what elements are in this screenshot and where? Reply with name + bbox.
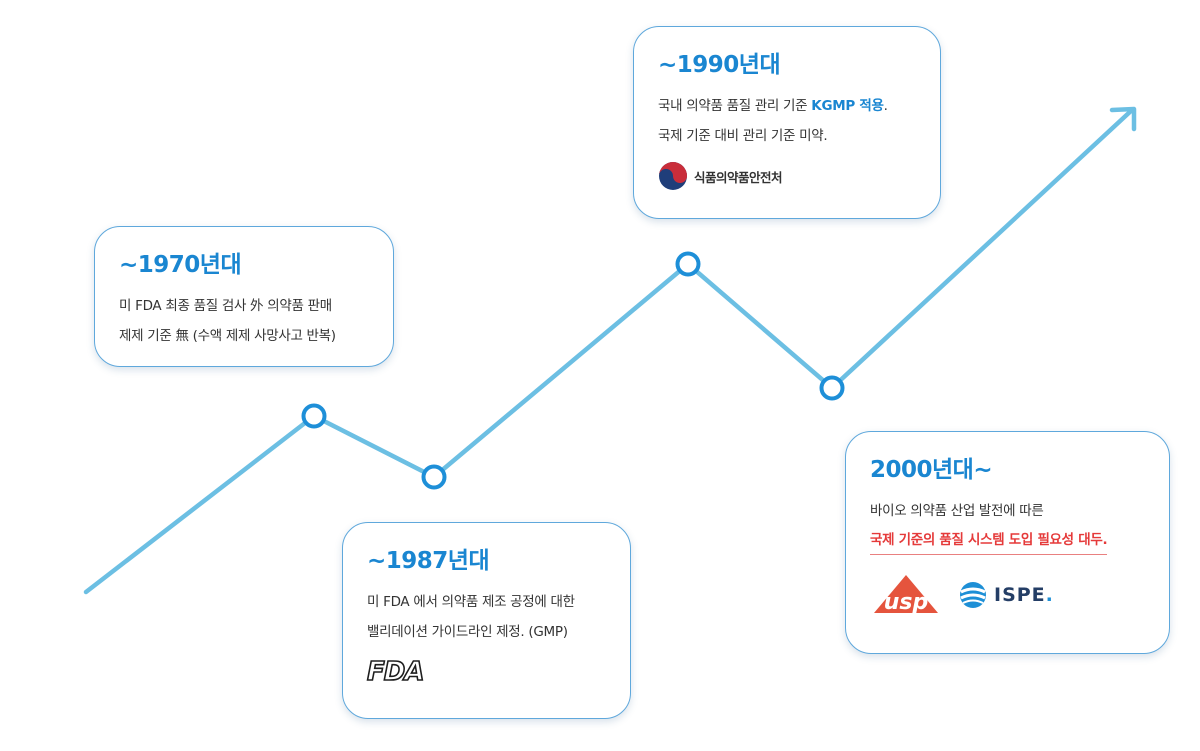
highlight-line: 국제 기준의 품질 시스템 도입 필요성 대두. (870, 526, 1108, 555)
description-line: 바이오 의약품 산업 발전에 따른 (870, 503, 1044, 519)
ispe-logo-text: ISPE. (994, 584, 1054, 606)
arrow-head-icon (1109, 106, 1137, 132)
timeline-line (83, 107, 1135, 595)
description-line: 제제 기준 無 (수액 제제 사망사고 반복) (119, 328, 336, 344)
partner-logos: usp ISPE. (870, 573, 1145, 617)
fda-logo-text: FDA (366, 656, 425, 688)
card-1990: ~1990년대 국내 의약품 품질 관리 기준 KGMP 적용. 국제 기준 대… (633, 26, 941, 219)
period-title: ~1990년대 (658, 52, 781, 78)
ispe-dot-icon: . (1045, 584, 1054, 606)
description-line: 밸리데이션 가이드라인 제정. (GMP) (367, 624, 568, 640)
description-line: 국제 기준 대비 관리 기준 미약. (658, 128, 828, 144)
usp-logo-text: usp (884, 590, 929, 615)
period-title: ~1970년대 (119, 252, 242, 278)
card-1970: ~1970년대 미 FDA 최종 품질 검사 外 의약품 판매 제제 기준 無 … (94, 226, 394, 367)
mfds-logo: 식품의약품안전처 (658, 161, 916, 191)
mfds-logo-text: 식품의약품안전처 (694, 169, 783, 185)
description-line: 국내 의약품 품질 관리 기준 KGMP 적용. (658, 91, 916, 121)
ispe-globe-icon (960, 582, 986, 608)
period-title: ~1987년대 (367, 548, 490, 574)
period-title: 2000년대~ (870, 457, 993, 483)
description-text: . (883, 98, 888, 114)
description-line: 미 FDA 최종 품질 검사 外 의약품 판매 (119, 298, 332, 314)
timeline-node-1987 (421, 464, 447, 490)
card-1987: ~1987년대 미 FDA 에서 의약품 제조 공정에 대한 밸리데이션 가이드… (342, 522, 631, 719)
card-2000: 2000년대~ 바이오 의약품 산업 발전에 따른 국제 기준의 품질 시스템 … (845, 431, 1170, 654)
timeline-node-2000 (819, 375, 845, 401)
kgmp-highlight: KGMP 적용 (811, 98, 884, 114)
timeline-node-1970 (301, 403, 327, 429)
ispe-logo-label: ISPE (994, 584, 1046, 606)
description-line: 미 FDA 에서 의약품 제조 공정에 대한 (367, 594, 575, 610)
taegeuk-emblem-icon (659, 162, 687, 190)
description-text: 국내 의약품 품질 관리 기준 (658, 98, 812, 114)
usp-logo: usp (874, 575, 938, 615)
fda-logo: FDA (366, 656, 606, 688)
timeline-node-1990 (675, 251, 701, 277)
